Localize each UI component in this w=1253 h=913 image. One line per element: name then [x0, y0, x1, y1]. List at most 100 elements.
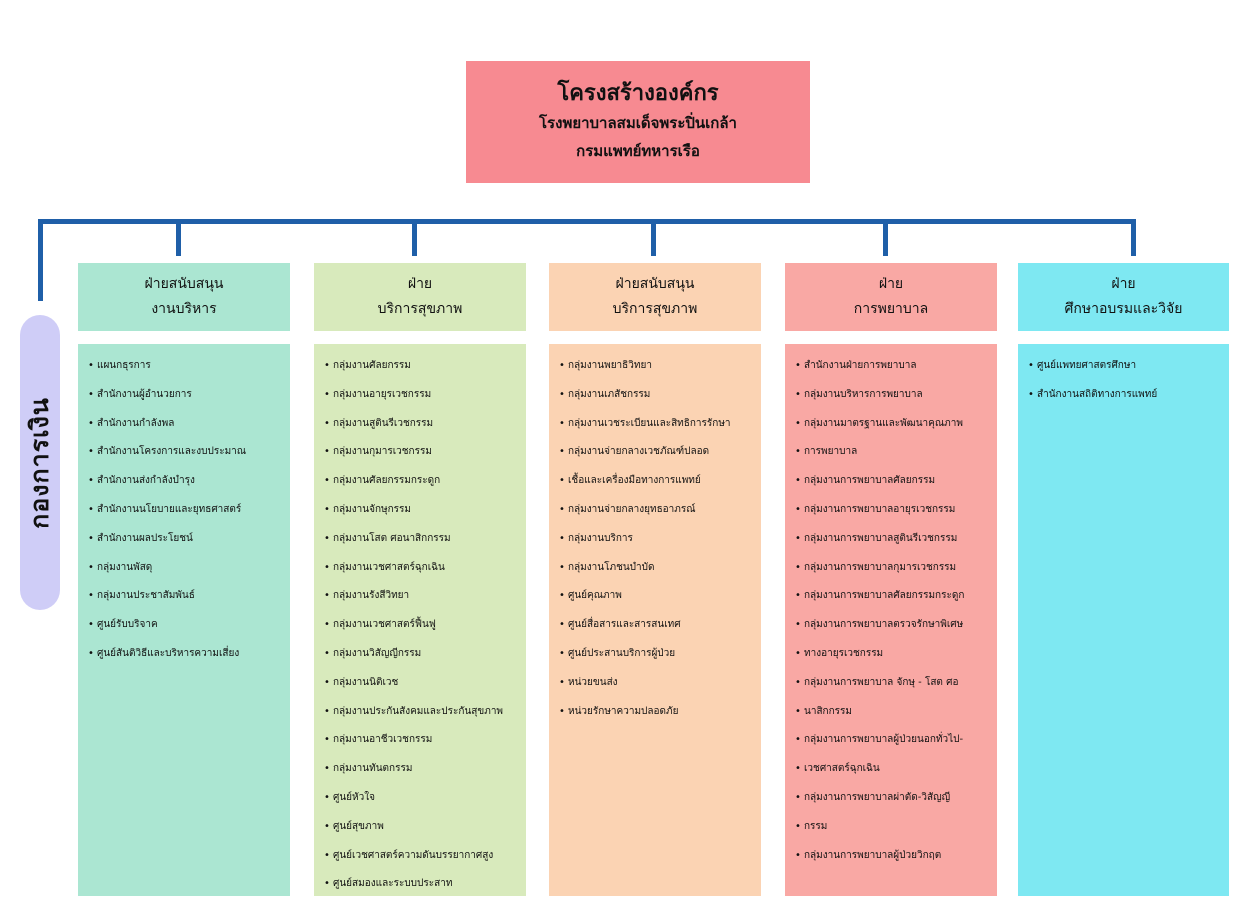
list-item: กลุ่มงานบริการ — [559, 525, 761, 554]
dept-items: สำนักงานฝ่ายการพยาบาลกลุ่มงานบริหารการพย… — [785, 344, 997, 870]
connector-horizontal — [38, 219, 1136, 224]
list-item: กลุ่มงานนิติเวช — [324, 669, 526, 698]
list-item: หน่วยรักษาความปลอดภัย — [559, 698, 761, 727]
dept-items: แผนกธุรการสำนักงานผู้อำนวยการสำนักงานกำล… — [78, 344, 290, 669]
list-item: สำนักงานฝ่ายการพยาบาล — [795, 352, 997, 381]
list-item: กลุ่มงานมาตรฐานและพัฒนาคุณภาพ — [795, 410, 997, 439]
list-item: สำนักงานนโยบายและยุทธศาสตร์ — [88, 496, 290, 525]
connector-dept-5 — [1131, 222, 1136, 256]
org-title: โครงสร้างองค์กร — [557, 81, 719, 106]
list-item: ศูนย์แพทยศาสตรศึกษา — [1028, 352, 1229, 381]
list-item: แผนกธุรการ — [88, 352, 290, 381]
list-item: กลุ่มงานจ่ายกลางเวชภัณฑ์ปลอด — [559, 438, 761, 467]
dept-header-line2: ศึกษาอบรมและวิจัย — [1064, 301, 1183, 317]
list-item: กลุ่มงานศัลยกรรมกระดูก — [324, 467, 526, 496]
list-item: สำนักงานกำลังพล — [88, 410, 290, 439]
dept-education-research-list: ศูนย์แพทยศาสตรศึกษาสำนักงานสถิติทางการแพ… — [1018, 344, 1229, 896]
dept-health-support-header: ฝ่ายสนับสนุน บริการสุขภาพ — [549, 263, 761, 331]
list-item: ทางอายุรเวชกรรม — [795, 640, 997, 669]
hospital-name: โรงพยาบาลสมเด็จพระปิ่นเกล้า — [539, 114, 737, 132]
list-item: ศูนย์ประสานบริการผู้ป่วย — [559, 640, 761, 669]
list-item: กลุ่มงานพัสดุ — [88, 554, 290, 583]
list-item: กลุ่มงานประกันสังคมและประกันสุขภาพ — [324, 698, 526, 727]
list-item: สำนักงานส่งกำลังบำรุง — [88, 467, 290, 496]
list-item: กลุ่มงานโสต ศอนาสิกกรรม — [324, 525, 526, 554]
list-item: เชื้อและเครื่องมือทางการแพทย์ — [559, 467, 761, 496]
list-item: กลุ่มงานเวชศาสตร์ฉุกเฉิน — [324, 554, 526, 583]
dept-header-line1: ฝ่าย — [878, 276, 904, 292]
list-item: ศูนย์หัวใจ — [324, 784, 526, 813]
list-item: กลุ่มงานกุมารเวชกรรม — [324, 438, 526, 467]
dept-education-research-header: ฝ่าย ศึกษาอบรมและวิจัย — [1018, 263, 1229, 331]
list-item: กลุ่มงานโภชนบำบัด — [559, 554, 761, 583]
list-item: กลุ่มงานทันตกรรม — [324, 755, 526, 784]
finance-division-label: กองการเงิน — [25, 396, 54, 529]
list-item: กลุ่มงานรังสีวิทยา — [324, 582, 526, 611]
connector-finance — [38, 219, 43, 301]
list-item: สำนักงานสถิติทางการแพทย์ — [1028, 381, 1229, 410]
list-item: กลุ่มงานการพยาบาลผ่าตัด-วิสัญญี — [795, 784, 997, 813]
list-item: กลุ่มงานการพยาบาลศัลยกรรม — [795, 467, 997, 496]
list-item: กลุ่มงานการพยาบาลอายุรเวชกรรม — [795, 496, 997, 525]
dept-header-line2: การพยาบาล — [853, 301, 929, 317]
connector-dept-2 — [412, 222, 417, 256]
dept-health-services-list: กลุ่มงานศัลยกรรมกลุ่มงานอายุรเวชกรรมกลุ่… — [314, 344, 526, 899]
dept-header-line2: งานบริหาร — [151, 301, 217, 317]
department-name: กรมแพทย์ทหารเรือ — [576, 142, 700, 160]
connector-dept-1 — [176, 222, 181, 256]
list-item: กลุ่มงานพยาธิวิทยา — [559, 352, 761, 381]
list-item: กลุ่มงานวิสัญญีกรรม — [324, 640, 526, 669]
list-item: กลุ่มงานการพยาบาลตรวจรักษาพิเศษ — [795, 611, 997, 640]
dept-header-line1: ฝ่ายสนับสนุน — [144, 276, 224, 292]
dept-header-line1: ฝ่าย — [1111, 276, 1136, 292]
dept-header-line2: บริการสุขภาพ — [612, 301, 698, 317]
connector-dept-3 — [651, 222, 656, 256]
dept-header-line1: ฝ่าย — [407, 276, 433, 292]
list-item: สำนักงานผลประโยชน์ — [88, 525, 290, 554]
list-item: เวชศาสตร์ฉุกเฉิน — [795, 755, 997, 784]
list-item: หน่วยขนส่ง — [559, 669, 761, 698]
list-item: กรรม — [795, 813, 997, 842]
org-title-box: โครงสร้างองค์กร โรงพยาบาลสมเด็จพระปิ่นเก… — [466, 61, 810, 183]
list-item: สำนักงานโครงการและงบประมาณ — [88, 438, 290, 467]
list-item: กลุ่มงานเวชศาสตร์ฟื้นฟู — [324, 611, 526, 640]
list-item: ศูนย์สื่อสารและสารสนเทศ — [559, 611, 761, 640]
list-item: กลุ่มงานบริหารการพยาบาล — [795, 381, 997, 410]
list-item: กลุ่มงานประชาสัมพันธ์ — [88, 582, 290, 611]
list-item: สำนักงานผู้อำนวยการ — [88, 381, 290, 410]
list-item: ศูนย์สุขภาพ — [324, 813, 526, 842]
dept-items: กลุ่มงานศัลยกรรมกลุ่มงานอายุรเวชกรรมกลุ่… — [314, 344, 526, 899]
list-item: ศูนย์เวชศาสตร์ความดันบรรยากาศสูง — [324, 842, 526, 871]
dept-nursing-list: สำนักงานฝ่ายการพยาบาลกลุ่มงานบริหารการพย… — [785, 344, 997, 896]
list-item: นาสิกกรรม — [795, 698, 997, 727]
list-item: กลุ่มงานการพยาบาลศัลยกรรมกระดูก — [795, 582, 997, 611]
list-item: กลุ่มงานอาชีวเวชกรรม — [324, 726, 526, 755]
list-item: ศูนย์รับบริจาค — [88, 611, 290, 640]
list-item: ศูนย์สันติวิธีและบริหารความเสี่ยง — [88, 640, 290, 669]
list-item: ศูนย์คุณภาพ — [559, 582, 761, 611]
dept-health-services-header: ฝ่าย บริการสุขภาพ — [314, 263, 526, 331]
dept-items: กลุ่มงานพยาธิวิทยากลุ่มงานเภสัชกรรมกลุ่ม… — [549, 344, 761, 726]
list-item: การพยาบาล — [795, 438, 997, 467]
dept-nursing-header: ฝ่าย การพยาบาล — [785, 263, 997, 331]
list-item: กลุ่มงานเภสัชกรรม — [559, 381, 761, 410]
dept-health-support-list: กลุ่มงานพยาธิวิทยากลุ่มงานเภสัชกรรมกลุ่ม… — [549, 344, 761, 896]
finance-division: กองการเงิน — [20, 315, 60, 610]
list-item: กลุ่มงานการพยาบาลสูตินรีเวชกรรม — [795, 525, 997, 554]
dept-items: ศูนย์แพทยศาสตรศึกษาสำนักงานสถิติทางการแพ… — [1018, 344, 1229, 410]
list-item: กลุ่มงานสูตินรีเวชกรรม — [324, 410, 526, 439]
list-item: กลุ่มงานจักษุกรรม — [324, 496, 526, 525]
list-item: กลุ่มงานการพยาบาล จักษุ - โสต ศอ — [795, 669, 997, 698]
list-item: กลุ่มงานจ่ายกลางยุทธอาภรณ์ — [559, 496, 761, 525]
dept-admin-support-header: ฝ่ายสนับสนุน งานบริหาร — [78, 263, 290, 331]
dept-admin-support-list: แผนกธุรการสำนักงานผู้อำนวยการสำนักงานกำล… — [78, 344, 290, 896]
list-item: กลุ่มงานการพยาบาลกุมารเวชกรรม — [795, 554, 997, 583]
list-item: กลุ่มงานศัลยกรรม — [324, 352, 526, 381]
list-item: กลุ่มงานการพยาบาลผู้ป่วยนอกทั่วไป- — [795, 726, 997, 755]
connector-dept-4 — [883, 222, 888, 256]
dept-header-line1: ฝ่ายสนับสนุน — [615, 276, 695, 292]
list-item: ศูนย์สมองและระบบประสาท — [324, 870, 526, 899]
dept-header-line2: บริการสุขภาพ — [377, 301, 463, 317]
list-item: กลุ่มงานอายุรเวชกรรม — [324, 381, 526, 410]
list-item: กลุ่มงานเวชระเบียนและสิทธิการรักษา — [559, 410, 761, 439]
